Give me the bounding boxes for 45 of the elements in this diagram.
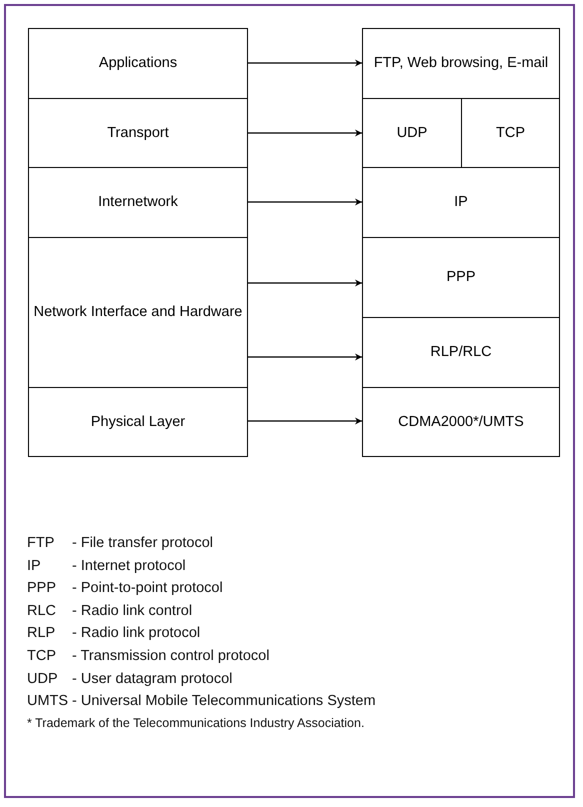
arrow	[248, 60, 362, 66]
box-label: UDP	[396, 124, 428, 142]
protocol-box	[362, 167, 560, 238]
abbreviation: PPP	[27, 580, 56, 596]
protocol-box	[362, 28, 560, 99]
box-label: TCP	[496, 124, 525, 142]
abbreviation: UMTS	[27, 693, 68, 710]
box-label: IP	[454, 193, 468, 212]
abbreviation: RLC	[27, 602, 56, 619]
abbreviation: FTP	[27, 535, 54, 551]
footnote: * Trademark of the Telecommunications Industry Association.	[27, 716, 364, 730]
protocol-box	[362, 237, 560, 318]
definition: - Radio link control	[72, 602, 192, 619]
protocol-box	[362, 387, 560, 457]
box-label: Applications	[98, 54, 178, 73]
arrow	[248, 198, 362, 206]
layer-box	[28, 28, 248, 99]
box-label: CDMA2000*/UMTS	[398, 412, 524, 432]
box-label: PPP	[446, 268, 476, 287]
arrow	[248, 418, 362, 424]
box-label: FTP, Web browsing, E-mail	[374, 54, 548, 73]
arrow	[248, 280, 362, 286]
layer-box	[28, 167, 248, 238]
layer-box	[28, 98, 248, 168]
definition: - Radio link protocol	[72, 625, 200, 642]
box-label: Transport	[107, 124, 169, 142]
definition: - Transmission control protocol	[72, 648, 270, 664]
definition: - User datagram protocol	[72, 670, 232, 687]
protocol-box	[362, 317, 560, 388]
definition: - Universal Mobile Telecommunications System	[72, 693, 376, 710]
box-label: Physical Layer	[90, 412, 186, 432]
box-label: Internetwork	[98, 193, 178, 212]
abbreviation: IP	[27, 558, 41, 574]
arrow	[248, 354, 362, 360]
layer-box	[28, 237, 248, 388]
layer-box	[28, 387, 248, 457]
box-label: RLP/RLC	[430, 343, 492, 362]
abbreviation: UDP	[27, 670, 58, 687]
abbreviation: TCP	[27, 648, 56, 664]
abbreviation: RLP	[27, 625, 56, 642]
box-label: Network Interface and Hardware	[34, 303, 242, 322]
definition: - Point-to-point protocol	[72, 580, 223, 596]
arrow	[248, 130, 362, 136]
definition: - Internet protocol	[72, 558, 186, 574]
definition: - File transfer protocol	[72, 535, 214, 551]
